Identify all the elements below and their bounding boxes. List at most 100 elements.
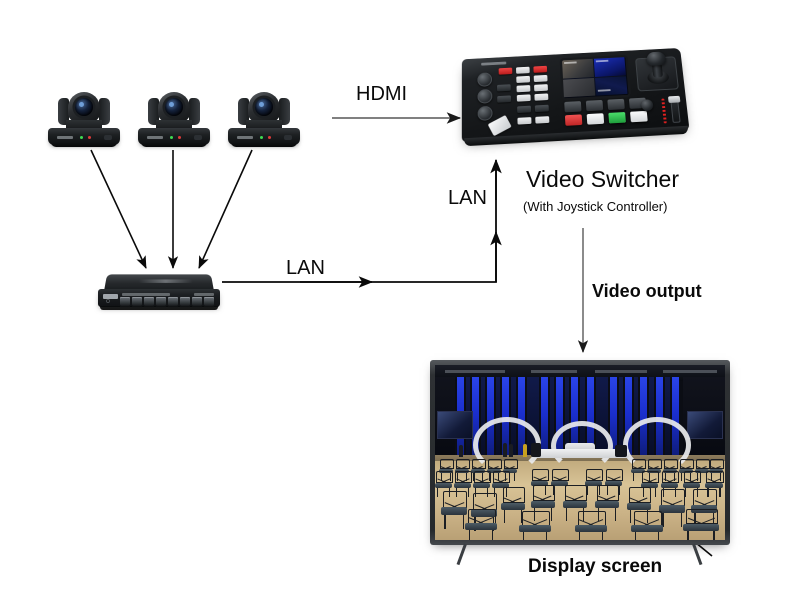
console-button[interactable] (516, 94, 531, 102)
scene-chair (705, 471, 724, 497)
scene-chair (503, 459, 518, 481)
label-display-screen: Display screen (528, 556, 663, 577)
scene-chair (627, 487, 652, 523)
console-button[interactable] (498, 67, 513, 75)
camera-base (138, 128, 210, 145)
ptz-camera-3 (228, 92, 300, 154)
console-button[interactable] (516, 85, 531, 93)
scene-chair (435, 471, 453, 497)
console-knob[interactable] (477, 105, 493, 121)
scene-chair (454, 471, 472, 497)
scene-chair (501, 487, 526, 523)
console-source-label[interactable] (585, 99, 604, 112)
camera-yoke-left (58, 98, 69, 125)
console-button[interactable] (516, 75, 531, 84)
scene-drape (625, 377, 632, 461)
scene-chair (519, 511, 551, 540)
label-lan-horizontal: LAN (286, 257, 325, 279)
scene-side-monitor-right (687, 411, 723, 439)
camera-bottom-plate (51, 142, 117, 147)
console-small-knob[interactable] (640, 99, 654, 112)
scene-chair (575, 511, 607, 540)
label-video-switcher-sub: (With Joystick Controller) (523, 199, 668, 214)
console-button[interactable] (533, 74, 548, 83)
tv-leg-right (692, 543, 703, 566)
scene-chair (659, 489, 685, 527)
switch-port-label-text (194, 293, 214, 296)
label-video-output: Video output (592, 281, 702, 301)
joystick-controller[interactable] (633, 51, 684, 97)
ptz-camera-1 (48, 92, 120, 154)
console-source-button[interactable] (630, 110, 648, 123)
camera-led-green (80, 136, 83, 139)
scene-person (509, 444, 513, 457)
camera-base (48, 128, 120, 145)
console-knob[interactable] (477, 72, 493, 87)
scene-drape-shadow (580, 377, 585, 461)
scene-speaker (531, 443, 541, 457)
camera-led-green (170, 136, 173, 139)
console-source-label[interactable] (564, 101, 582, 113)
scene-drape (610, 377, 617, 461)
scene-floral-arch (551, 421, 613, 471)
joystick-knob[interactable] (646, 51, 667, 66)
switch-top-brand (138, 279, 194, 283)
scene-truss (663, 370, 717, 373)
console-knob[interactable] (477, 88, 493, 104)
label-video-switcher: Video Switcher (526, 166, 679, 192)
console-button[interactable] (535, 116, 550, 124)
label-lan-vertical: LAN (448, 187, 487, 209)
console-screen-quadrant (563, 77, 596, 98)
switch-brand-logo (103, 294, 118, 299)
camera-yoke-right (279, 98, 290, 125)
scene-chair (492, 471, 510, 497)
console-button[interactable] (534, 84, 548, 92)
camera-logo (147, 136, 163, 139)
camera-ir-window (284, 135, 292, 140)
scene-chair (531, 485, 556, 521)
switch-port (155, 297, 167, 306)
scene-truss (445, 370, 505, 373)
scene-chair (585, 469, 603, 495)
console-button[interactable] (496, 84, 511, 92)
camera-yoke-right (99, 98, 110, 125)
scene-drape (672, 377, 679, 461)
scene-chair (683, 509, 719, 540)
switch-port (179, 297, 191, 306)
console-source-button[interactable] (586, 113, 605, 125)
console-button[interactable] (517, 105, 532, 114)
tv-scene (435, 365, 725, 540)
camera-led-red (268, 136, 271, 139)
camera-led-green (260, 136, 263, 139)
console-button[interactable] (533, 65, 548, 73)
console-button[interactable] (516, 66, 530, 74)
scene-drape (556, 377, 563, 461)
switch-port (191, 297, 203, 306)
console-button[interactable] (534, 93, 549, 101)
camera-led-red (178, 136, 181, 139)
console-button[interactable] (497, 95, 512, 103)
camera-lens (255, 98, 273, 116)
camera-neck (246, 120, 282, 130)
scene-chair (631, 511, 663, 540)
console-source-label[interactable] (607, 98, 625, 111)
console-button[interactable] (534, 104, 549, 113)
console-button[interactable] (517, 117, 532, 125)
console-preview-button[interactable] (608, 112, 626, 124)
camera-bottom-plate (141, 142, 207, 147)
tv-leg-left (456, 543, 467, 566)
camera-yoke-left (238, 98, 249, 125)
scene-truss (531, 370, 577, 373)
scene-drape-shadow (565, 377, 569, 461)
console-t-bar[interactable] (487, 114, 512, 137)
switch-port-row (120, 297, 215, 306)
switch-port (143, 297, 155, 306)
console-program-button[interactable] (564, 114, 583, 126)
scene-drape (487, 377, 494, 461)
switch-reset-button[interactable] (106, 299, 110, 303)
camera-bottom-plate (231, 142, 297, 147)
console-fader-knob[interactable] (667, 95, 681, 103)
scene-person (523, 444, 527, 457)
video-switcher-device (461, 47, 690, 147)
